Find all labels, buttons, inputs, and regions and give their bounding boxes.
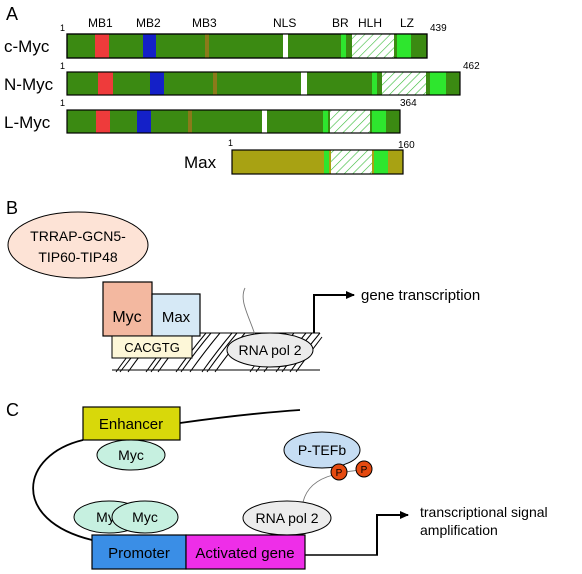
max-lz <box>374 150 388 174</box>
dna-loop <box>32 409 301 541</box>
header-mb2: MB2 <box>136 16 161 30</box>
l-myc-mb2 <box>137 110 151 133</box>
l-myc-label: L-Myc <box>4 113 51 132</box>
l-myc-start: 1 <box>60 98 65 108</box>
l-myc-lz <box>372 110 386 133</box>
n-myc-nls <box>301 72 307 95</box>
ebox-label: CACGTG <box>124 340 180 355</box>
complex-oval <box>7 211 149 279</box>
amplification-arrow <box>376 511 409 555</box>
c-myc-hlh <box>352 34 394 58</box>
c-myc-mb2 <box>143 34 156 58</box>
enhancer-myc-oval <box>96 439 166 471</box>
c-myc-nls <box>283 34 288 58</box>
l-myc-end: 364 <box>400 98 417 109</box>
amplification-label-line2: amplification <box>420 522 498 538</box>
phospho-circle-1 <box>330 463 348 481</box>
header-hlh: HLH <box>358 16 382 30</box>
c-myc-mb3 <box>205 34 209 58</box>
max-bar-group: Max 1 160 <box>184 138 415 175</box>
c-myc-lz <box>397 34 411 58</box>
promoter-label: Promoter <box>108 545 170 562</box>
activated-gene-box <box>185 534 306 570</box>
n-myc-lz <box>430 72 446 95</box>
c-myc-mb1 <box>95 34 109 58</box>
domain-headers: MB1 MB2 MB3 NLS BR HLH LZ <box>88 16 414 30</box>
ptefb-label: P-TEFb <box>298 442 346 458</box>
myc-box <box>102 281 153 337</box>
rna-pol2-label-c: RNA pol 2 <box>255 510 318 526</box>
header-nls: NLS <box>273 16 296 30</box>
amplification-label-line1: transcriptional signal <box>420 504 548 520</box>
transcription-arrow <box>313 291 355 333</box>
promoter-box <box>91 534 187 570</box>
complex-line1: TRRAP-GCN5- <box>30 228 126 244</box>
n-myc-hlh <box>382 72 426 95</box>
rna-pol2-label: RNA pol 2 <box>238 342 301 358</box>
c-myc-label: c-Myc <box>4 37 50 56</box>
header-mb3: MB3 <box>192 16 217 30</box>
l-myc-hlh <box>330 110 370 133</box>
c-myc-br <box>341 34 346 58</box>
n-myc-end: 462 <box>463 61 480 72</box>
c-myc-bar-outline <box>66 33 428 59</box>
max-br <box>324 150 329 174</box>
max-box <box>151 293 201 337</box>
panel-c-letter: C <box>6 400 19 420</box>
n-myc-mb1 <box>98 72 113 95</box>
max-hlh <box>331 150 372 174</box>
n-myc-bar <box>67 72 460 95</box>
activated-gene-label: Activated gene <box>195 545 294 562</box>
n-myc-bar-outline <box>66 71 461 96</box>
l-myc-mb3 <box>188 110 192 133</box>
phospho-label-2: P <box>361 465 368 476</box>
n-myc-mb3 <box>213 72 217 95</box>
complex-line2: TIP60-TIP48 <box>38 249 118 265</box>
header-lz: LZ <box>400 16 414 30</box>
enhancer-myc-label: Myc <box>118 447 144 463</box>
c-myc-start: 1 <box>60 23 65 33</box>
max-box-label: Max <box>162 309 191 326</box>
ptefb-oval <box>283 431 361 469</box>
ebox <box>111 335 193 359</box>
c-myc-bar-group: c-Myc 1 439 <box>4 23 447 59</box>
header-mb1: MB1 <box>88 16 113 30</box>
max-end: 160 <box>398 140 415 151</box>
promoter-myc-label-2: Myc <box>132 509 158 525</box>
l-myc-bar-outline <box>66 109 401 134</box>
phospho-label-1: P <box>336 468 343 479</box>
max-bar-outline <box>231 149 404 175</box>
max-start: 1 <box>228 138 233 148</box>
myc-box-label: Myc <box>112 309 141 326</box>
n-myc-start: 1 <box>60 61 65 71</box>
c-myc-end: 439 <box>430 23 447 34</box>
panel-a-letter: A <box>6 4 18 24</box>
n-myc-bar-group: N-Myc 1 462 <box>4 61 480 96</box>
enhancer-label: Enhancer <box>99 416 163 433</box>
header-br: BR <box>332 16 349 30</box>
gene-transcription-label: gene transcription <box>361 287 480 304</box>
l-myc-mb1 <box>96 110 110 133</box>
promoter-myc-oval-2 <box>111 500 179 534</box>
n-myc-br <box>372 72 377 95</box>
n-myc-label: N-Myc <box>4 75 54 94</box>
phospho-circle-2 <box>355 460 373 478</box>
rna-pol2-oval <box>226 332 314 368</box>
l-myc-br <box>323 110 328 133</box>
l-myc-nls <box>262 110 267 133</box>
panel-b-letter: B <box>6 198 18 218</box>
max-label: Max <box>184 153 217 172</box>
l-myc-bar-group: L-Myc 1 364 <box>4 98 417 134</box>
n-myc-mb2 <box>150 72 164 95</box>
